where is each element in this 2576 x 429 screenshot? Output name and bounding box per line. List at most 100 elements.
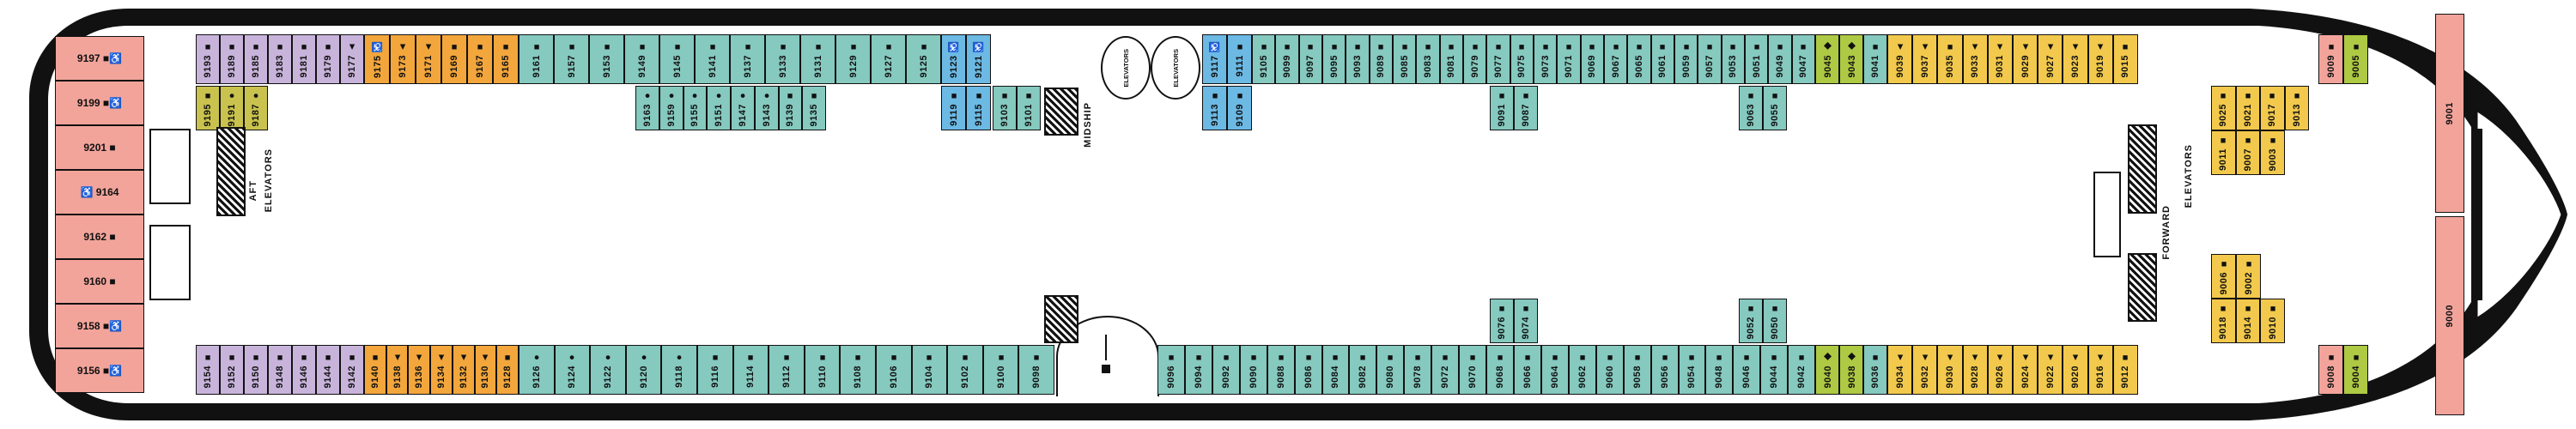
cabin-9076[interactable]: 9076 ■ <box>1490 299 1514 343</box>
cabin-9079[interactable]: 9079 ■ <box>1462 34 1487 84</box>
cabin-9080[interactable]: 9080 ■ <box>1376 345 1405 395</box>
cabin-9042[interactable]: 9042 ■ <box>1788 345 1816 395</box>
cabin-9059[interactable]: 9059 ■ <box>1674 34 1698 84</box>
cabin-9185[interactable]: 9185 ■ <box>244 34 268 84</box>
cabin-9035[interactable]: 9035 ■ <box>1937 34 1963 84</box>
cabin-9158[interactable]: 9158 ■♿ <box>55 304 144 348</box>
cabin-9123[interactable]: 9123 ♿ <box>941 34 966 84</box>
cabin-9033[interactable]: 9033 ▲ <box>1962 34 1988 84</box>
cabin-9197[interactable]: 9197 ■♿ <box>55 36 144 81</box>
cabin-9048[interactable]: 9048 ■ <box>1705 345 1734 395</box>
cabin-9177[interactable]: 9177 ▲ <box>340 34 364 84</box>
midship-elevator-oval-1[interactable]: ELEVATORS <box>1101 36 1151 100</box>
cabin-9155[interactable]: 9155 ● <box>683 86 708 130</box>
cabin-9101[interactable]: 9101 ■ <box>1017 86 1041 130</box>
cabin-9056[interactable]: 9056 ■ <box>1650 345 1679 395</box>
cabin-9120[interactable]: 9120 ● <box>625 345 662 395</box>
cabin-9010[interactable]: 9010 ■ <box>2260 299 2286 343</box>
cabin-9027[interactable]: 9027 ▲ <box>2038 34 2063 84</box>
cabin-9193[interactable]: 9193 ■ <box>196 34 220 84</box>
cabin-9069[interactable]: 9069 ■ <box>1580 34 1604 84</box>
cabin-9144[interactable]: 9144 ■ <box>316 345 340 395</box>
cabin-9115[interactable]: 9115 ■ <box>966 86 991 130</box>
cabin-9017[interactable]: 9017 ■ <box>2260 86 2285 130</box>
cabin-9032[interactable]: 9032 ▲ <box>1912 345 1938 395</box>
cabin-9014[interactable]: 9014 ■ <box>2235 299 2261 343</box>
cabin-9156[interactable]: 9156 ■♿ <box>55 348 144 393</box>
cabin-9023[interactable]: 9023 ▲ <box>2063 34 2088 84</box>
cabin-9071[interactable]: 9071 ■ <box>1557 34 1581 84</box>
cabin-9004[interactable]: 9004 ■ <box>2343 345 2368 395</box>
cabin-9067[interactable]: 9067 ■ <box>1603 34 1628 84</box>
cabin-9013[interactable]: 9013 ■ <box>2284 86 2309 130</box>
cabin-9072[interactable]: 9072 ■ <box>1431 345 1460 395</box>
cabin-9070[interactable]: 9070 ■ <box>1459 345 1487 395</box>
cabin-9002[interactable]: 9002 ■ <box>2236 254 2261 299</box>
cabin-9173[interactable]: 9173 ▲ <box>390 34 416 84</box>
cabin-9106[interactable]: 9106 ■ <box>875 345 912 395</box>
cabin-9145[interactable]: 9145 ■ <box>659 34 695 84</box>
cabin-9100[interactable]: 9100 ■ <box>982 345 1019 395</box>
cabin-9195[interactable]: 9195 ■ <box>196 86 220 130</box>
cabin-9026[interactable]: 9026 ▲ <box>1987 345 2014 395</box>
cabin-9160[interactable]: 9160 ■ <box>55 259 144 304</box>
cabin-9142[interactable]: 9142 ■ <box>340 345 364 395</box>
cabin-9108[interactable]: 9108 ■ <box>840 345 876 395</box>
cabin-9050[interactable]: 9050 ■ <box>1763 299 1787 343</box>
cabin-9046[interactable]: 9046 ■ <box>1733 345 1761 395</box>
cabin-9012[interactable]: 9012 ■ <box>2112 345 2139 395</box>
cabin-9157[interactable]: 9157 ■ <box>554 34 589 84</box>
cabin-9153[interactable]: 9153 ■ <box>589 34 624 84</box>
cabin-9150[interactable]: 9150 ■ <box>244 345 268 395</box>
cabin-9037[interactable]: 9037 ▲ <box>1912 34 1938 84</box>
cabin-9119[interactable]: 9119 ■ <box>941 86 966 130</box>
cabin-9199[interactable]: 9199 ■♿ <box>55 81 144 125</box>
cabin-9099[interactable]: 9099 ■ <box>1275 34 1299 84</box>
cabin-9064[interactable]: 9064 ■ <box>1540 345 1569 395</box>
cabin-9044[interactable]: 9044 ■ <box>1760 345 1789 395</box>
cabin-9073[interactable]: 9073 ■ <box>1533 34 1558 84</box>
cabin-9111[interactable]: 9111 ■ <box>1227 34 1252 84</box>
cabin-9060[interactable]: 9060 ■ <box>1595 345 1624 395</box>
cabin-9043[interactable]: 9043 ◆ <box>1839 34 1863 84</box>
cabin-9147[interactable]: 9147 ● <box>731 86 755 130</box>
cabin-9162[interactable]: 9162 ■ <box>55 214 144 259</box>
cabin-9128[interactable]: 9128 ■ <box>496 345 519 395</box>
cabin-9163[interactable]: 9163 ● <box>635 86 659 130</box>
cabin-9030[interactable]: 9030 ▲ <box>1937 345 1963 395</box>
cabin-9041[interactable]: 9041 ■ <box>1863 34 1887 84</box>
cabin-9143[interactable]: 9143 ● <box>754 86 779 130</box>
cabin-9175[interactable]: 9175 ♿ <box>364 34 390 84</box>
cabin-9016[interactable]: 9016 ▲ <box>2087 345 2113 395</box>
cabin-9025[interactable]: 9025 ■ <box>2211 86 2236 130</box>
cabin-9052[interactable]: 9052 ■ <box>1739 299 1763 343</box>
cabin-9057[interactable]: 9057 ■ <box>1698 34 1722 84</box>
cabin-9006[interactable]: 9006 ■ <box>2211 254 2236 299</box>
cabin-9117[interactable]: 9117 ♿ <box>1202 34 1227 84</box>
cabin-9074[interactable]: 9074 ■ <box>1514 299 1538 343</box>
cabin-9131[interactable]: 9131 ■ <box>800 34 835 84</box>
cabin-9001[interactable]: 9001 <box>2435 14 2464 213</box>
cabin-9189[interactable]: 9189 ■ <box>220 34 244 84</box>
cabin-9091[interactable]: 9091 ■ <box>1490 86 1514 130</box>
cabin-9019[interactable]: 9019 ▲ <box>2087 34 2113 84</box>
cabin-9028[interactable]: 9028 ▲ <box>1962 345 1988 395</box>
cabin-9122[interactable]: 9122 ● <box>590 345 626 395</box>
cabin-9085[interactable]: 9085 ■ <box>1392 34 1417 84</box>
cabin-9009[interactable]: 9009 ■ <box>2318 34 2343 84</box>
cabin-9083[interactable]: 9083 ■ <box>1416 34 1440 84</box>
cabin-9034[interactable]: 9034 ▲ <box>1887 345 1913 395</box>
cabin-9132[interactable]: 9132 ▲ <box>452 345 475 395</box>
cabin-9201[interactable]: 9201 ■ <box>55 125 144 170</box>
cabin-9105[interactable]: 9105 ■ <box>1252 34 1276 84</box>
cabin-9086[interactable]: 9086 ■ <box>1294 345 1322 395</box>
cabin-9134[interactable]: 9134 ▲ <box>430 345 453 395</box>
cabin-9116[interactable]: 9116 ■ <box>696 345 733 395</box>
cabin-9011[interactable]: 9011 ■ <box>2211 130 2236 175</box>
cabin-9003[interactable]: 9003 ■ <box>2260 130 2286 175</box>
cabin-9112[interactable]: 9112 ■ <box>769 345 805 395</box>
cabin-9114[interactable]: 9114 ■ <box>732 345 769 395</box>
cabin-9159[interactable]: 9159 ● <box>659 86 683 130</box>
cabin-9167[interactable]: 9167 ■ <box>467 34 493 84</box>
cabin-9094[interactable]: 9094 ■ <box>1184 345 1212 395</box>
